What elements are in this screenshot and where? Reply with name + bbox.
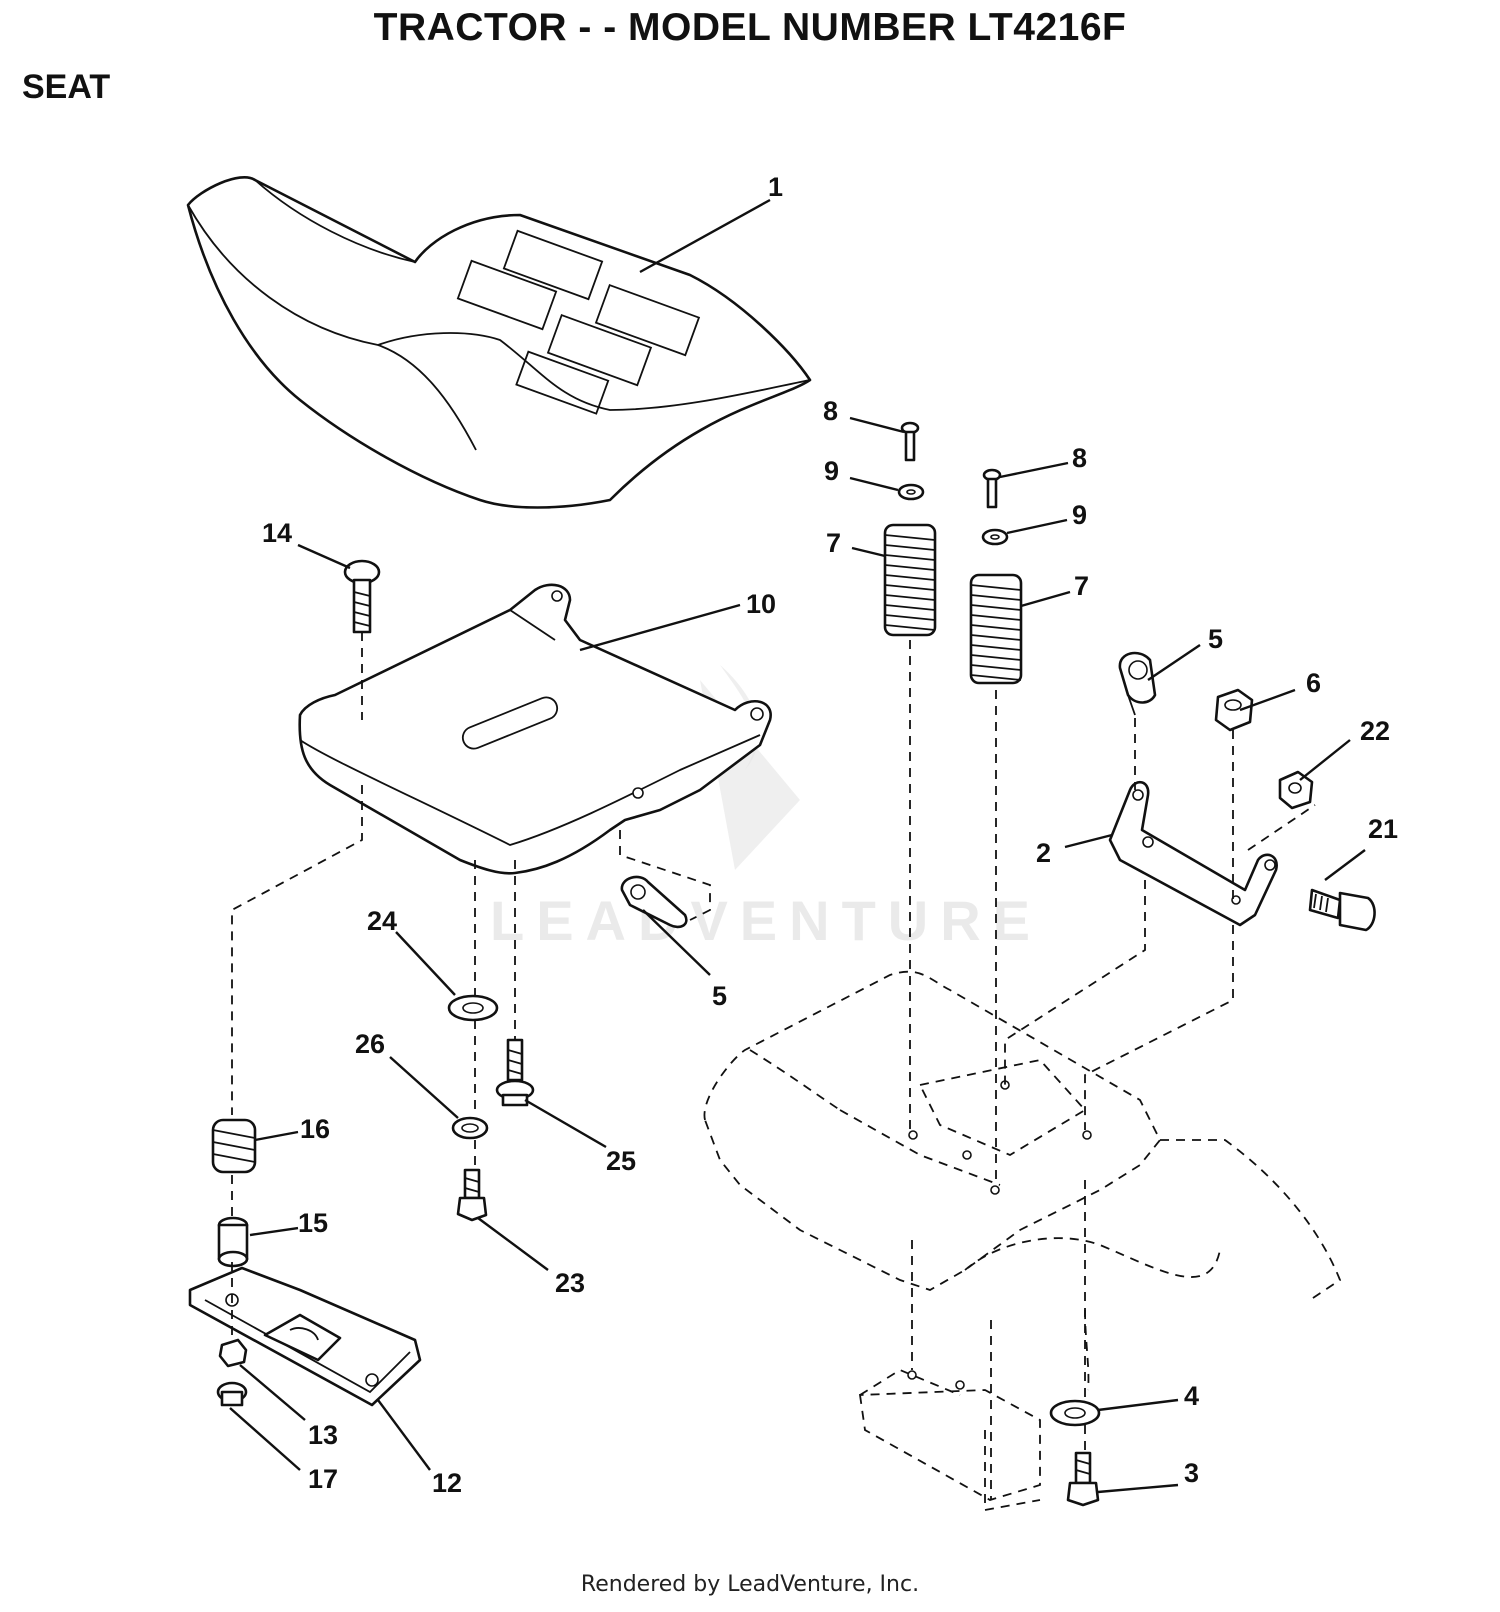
render-credit-footer: Rendered by LeadVenture, Inc.	[580, 1572, 920, 1597]
spring-clip-bottom[interactable]	[620, 875, 688, 929]
lock-washer-26[interactable]	[451, 1116, 489, 1140]
clevis-pin-left[interactable]	[900, 421, 920, 462]
callout-2: 2	[1036, 838, 1051, 868]
hex-bolt-23[interactable]	[456, 1168, 488, 1222]
callout-9-left: 9	[824, 456, 839, 486]
hex-bolt-3[interactable]	[1066, 1451, 1100, 1507]
shoulder-bolt-part[interactable]	[1308, 888, 1376, 932]
section-label: SEAT	[22, 68, 111, 106]
callout-3: 3	[1184, 1458, 1199, 1488]
flange-nut-17[interactable]	[216, 1381, 248, 1407]
callout-8-left: 8	[823, 396, 838, 426]
leader-lines	[229, 198, 1366, 1494]
washer-right[interactable]	[981, 528, 1009, 546]
callout-13: 13	[308, 1420, 338, 1450]
hex-nut-13[interactable]	[218, 1338, 248, 1368]
seat-spring-right[interactable]	[969, 573, 1023, 685]
carriage-bolt-part[interactable]	[343, 559, 381, 634]
callout-6: 6	[1306, 668, 1321, 698]
clevis-pin-right[interactable]	[982, 468, 1002, 509]
diagram-title: TRACTOR - - MODEL NUMBER LT4216F	[373, 6, 1127, 49]
seat-bracket-part[interactable]	[1108, 781, 1278, 927]
callout-24: 24	[367, 906, 397, 936]
watermark-text: LEADVENTURE	[490, 889, 1042, 952]
callout-5-bottom: 5	[712, 981, 727, 1011]
seat-spring-left[interactable]	[883, 523, 937, 637]
callout-16: 16	[300, 1114, 330, 1144]
lock-nut-part[interactable]	[1214, 688, 1254, 732]
flat-washer-4[interactable]	[1049, 1399, 1101, 1427]
callout-26: 26	[355, 1029, 385, 1059]
callout-9-right: 9	[1072, 500, 1087, 530]
callout-8-right: 8	[1072, 443, 1087, 473]
callout-21: 21	[1368, 814, 1398, 844]
seat-part[interactable]	[186, 176, 812, 509]
seat-plate-12[interactable]	[188, 1266, 422, 1407]
callout-5-top: 5	[1208, 624, 1223, 654]
callout-7-left: 7	[826, 528, 841, 558]
flange-nut-part[interactable]	[1278, 770, 1314, 810]
callout-15: 15	[298, 1208, 328, 1238]
callout-23: 23	[555, 1268, 585, 1298]
shoulder-screw-25[interactable]	[495, 1038, 535, 1107]
flat-washer-24[interactable]	[447, 994, 499, 1022]
callout-14: 14	[262, 518, 292, 548]
compression-spring-16[interactable]	[211, 1118, 257, 1174]
callout-labels: 1 10 14 8 8 9 9 7 7 5 6 22 2 21 5 24 26 …	[262, 172, 1398, 1498]
washer-left[interactable]	[897, 483, 925, 501]
callout-22: 22	[1360, 716, 1390, 746]
seat-pan-part[interactable]	[298, 583, 772, 875]
callout-10: 10	[746, 589, 776, 619]
callout-12: 12	[432, 1468, 462, 1498]
callout-25: 25	[606, 1146, 636, 1176]
assembly-dashed-lines	[231, 632, 1316, 1500]
callout-7-right: 7	[1074, 571, 1089, 601]
callout-4: 4	[1184, 1381, 1199, 1411]
spacer-15[interactable]	[217, 1216, 249, 1268]
spring-clip-top[interactable]	[1118, 651, 1157, 716]
fender-reference-dashed	[703, 970, 1342, 1512]
callout-1: 1	[768, 172, 783, 202]
callout-17: 17	[308, 1464, 338, 1494]
